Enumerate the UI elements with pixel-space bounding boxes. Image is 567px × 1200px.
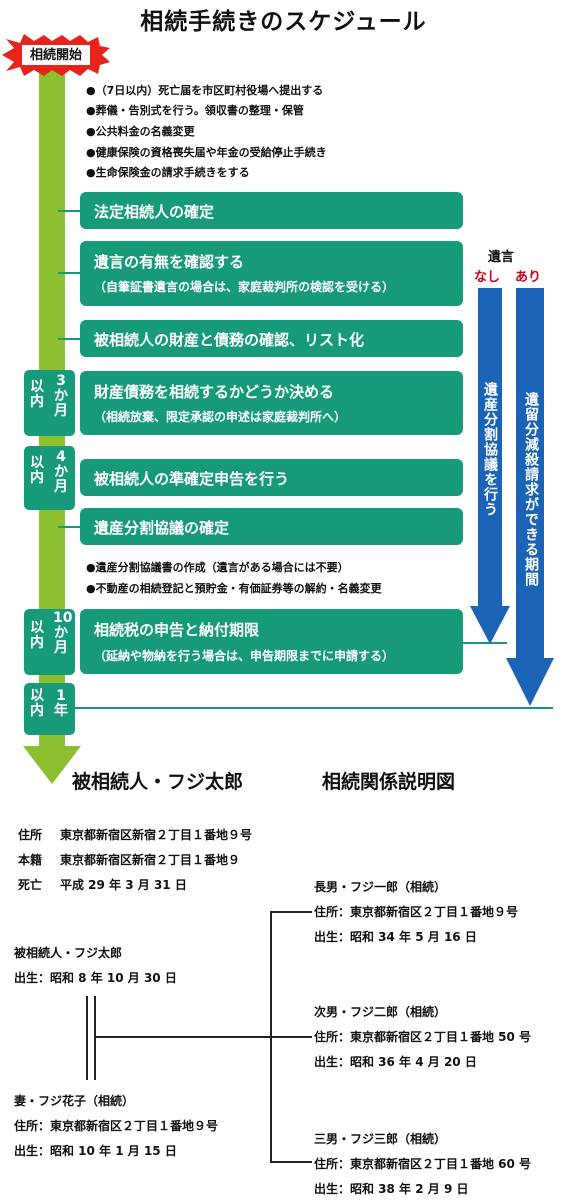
will-none-arrow-text: 遺産分割協議を行う [482,382,498,517]
deceased-info-label: 住所 [18,828,43,842]
initial-item: ●葬儀・告別式を行う。領収書の整理・保管 [86,104,304,117]
page-title: 相続手続きのスケジュール [140,9,427,35]
initial-item: ●生命保険金の請求手続きをする [86,166,250,179]
stage-title: 遺産分割協議の確定 [94,519,230,537]
child-branch-line [270,1161,312,1163]
stage-note: （延納や物納を行う場合は、申告期限までに申請する） [94,649,395,663]
marriage-line [86,996,88,1080]
child-name: 三男・フジ三郎（相続） [314,1132,447,1146]
deceased-birth: 出生：昭和 8 年 10 月 30 日 [14,971,177,985]
stage-box: 財産債務を相続するかどうか決める （相続放棄、限定承認の申述は家庭裁判所へ） [80,371,463,435]
descendant-line [94,1036,271,1038]
family-subtitle: 相続関係説明図 [322,771,456,793]
stage-box: 相続税の申告と納付期限 （延納や物納を行う場合は、申告期限までに申請する） [80,609,463,674]
child-address: 住所：東京都新宿区２丁目１番地 50 号 [314,1030,532,1044]
ten-month-line [463,642,507,644]
timeline-arrow-head [23,746,81,784]
deceased-info-label: 死亡 [18,878,43,892]
stage-box: 遺言の有無を確認する （自筆証書遺言の場合は、家庭裁判所の検認を受ける） [80,241,463,306]
will-none-arrow [470,288,510,644]
will-none-label: なし [474,270,501,285]
stage-title: 相続税の申告と納付期限 [94,621,260,639]
deceased-info-label: 本籍 [18,853,43,867]
start-burst-icon [2,34,110,76]
stage-box: 遺産分割協議の確定 [80,508,463,545]
spouse-address: 住所：東京都新宿区２丁目１番地９号 [14,1119,219,1133]
period-3-months: 以内 3か月 [24,370,75,436]
deceased-info-value: 東京都新宿区新宿２丁目１番地９ [60,853,241,867]
stage-note: （相続放棄、限定承認の申述は家庭裁判所へ） [94,410,347,424]
stage-connector [58,272,82,274]
stage-box: 法定相続人の確定 [80,192,463,229]
stage-connector [58,338,82,340]
period-value: 1年 [54,688,68,719]
stage-title: 被相続人の準確定申告を行う [94,470,290,488]
child-branch-line [270,911,312,913]
stage-note: （自筆証書遺言の場合は、家庭裁判所の検認を受ける） [94,280,395,294]
child-birth: 出生：昭和 36 年 4 月 20 日 [314,1055,477,1069]
period-1-year: 以内 1年 [24,683,75,735]
deceased-info-value: 東京都新宿区新宿２丁目１番地９号 [60,828,253,842]
spouse-name: 妻・フジ花子（相続） [14,1094,135,1108]
stage-title: 被相続人の財産と債務の確認、リスト化 [94,331,365,349]
child-address: 住所：東京都新宿区２丁目１番地９号 [314,905,519,919]
child-name: 次男・フジ二郎（相続） [314,1005,447,1019]
stage-title: 財産債務を相続するかどうか決める [94,383,335,401]
period-value: 3か月 [54,373,68,419]
one-year-line [75,707,553,709]
initial-item: ●健康保険の資格喪失届や年金の受給停止手続き [86,146,327,159]
period-value: 4か月 [54,449,68,495]
stage-box: 被相続人の財産と債務の確認、リスト化 [80,320,463,357]
initial-item: ●（7日以内）死亡届を市区町村役場へ提出する [86,84,324,97]
family-title: 被相続人・フジ太郎 [72,771,244,793]
period-4-months: 以内 4か月 [24,446,75,510]
deceased-info-value: 平成 29 年 3 月 31 日 [60,878,187,892]
will-exists-arrow [506,288,554,706]
period-value: 10か月 [53,610,73,656]
period-label: 以内 [30,379,44,410]
marriage-line [94,996,96,1080]
stage-connector [58,210,82,212]
period-label: 以内 [30,455,44,486]
will-exists-label: あり [515,270,542,285]
period-10-months: 以内 10か月 [24,609,75,675]
initial-item: ●公共料金の名義変更 [86,125,195,138]
period-label: 以内 [30,620,44,651]
stage-connector [58,526,82,528]
post-item: ●不動産の相続登記と預貯金・有価証券等の解約・名義変更 [86,582,382,595]
stage-title: 遺言の有無を確認する [94,253,245,271]
child-branch-line [270,1036,312,1038]
stage-title: 法定相続人の確定 [94,203,215,221]
post-item: ●遺産分割協議書の作成（遺言がある場合には不要） [86,561,349,574]
will-label: 遺言 [488,250,515,265]
start-label: 相続開始 [29,48,82,63]
will-exists-arrow-text: 遺留分減殺請求ができる期間 [523,392,539,587]
child-address: 住所：東京都新宿区２丁目１番地 60 号 [314,1157,532,1171]
period-label: 以内 [30,688,44,719]
child-birth: 出生：昭和 38 年 2 月 9 日 [314,1182,469,1196]
child-birth: 出生：昭和 34 年 5 月 16 日 [314,930,477,944]
deceased-name: 被相続人・フジ太郎 [14,946,123,960]
child-name: 長男・フジ一郎（相続） [314,880,447,894]
stage-box: 被相続人の準確定申告を行う [80,459,463,496]
spouse-birth: 出生：昭和 10 年 1 月 15 日 [14,1144,177,1158]
